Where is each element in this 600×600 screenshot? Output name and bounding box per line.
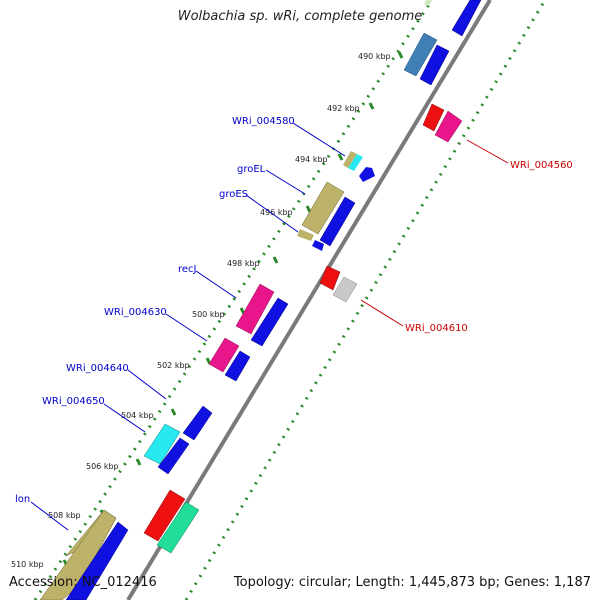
tick-mark-3 <box>305 205 312 213</box>
leader-wri-004560 <box>466 139 509 164</box>
label-lon[interactable]: lon <box>15 494 30 505</box>
tick-label-494: 494 kbp <box>295 155 328 164</box>
label-wri-004580[interactable]: WRi_004580 <box>232 116 295 127</box>
gene-top-lightgreen[interactable] <box>424 0 432 6</box>
tick-label-502: 502 kbp <box>157 361 190 370</box>
gene-top-blue[interactable] <box>451 0 482 37</box>
inner-dotted-ruler <box>184 0 547 600</box>
leader-wri-004650 <box>103 403 146 433</box>
tick-label-496: 496 kbp <box>260 208 293 217</box>
leader-wri-004640 <box>127 369 167 400</box>
tick-mark-1 <box>368 102 375 110</box>
tick-label-508: 508 kbp <box>48 511 81 520</box>
leader-recj <box>195 270 237 299</box>
leader-groes <box>245 194 299 233</box>
gene-blue-recj[interactable] <box>250 297 289 347</box>
tick-label-498: 498 kbp <box>227 259 260 268</box>
gene-blue-groes[interactable] <box>312 240 324 251</box>
gene-blue-004630[interactable] <box>224 350 251 382</box>
gene-wri-004560[interactable] <box>434 110 463 143</box>
tick-mark-4 <box>272 256 279 264</box>
accession-text: Accession: NC_012416 <box>9 575 157 590</box>
label-recj[interactable]: recJ <box>178 264 197 275</box>
gene-wri-004580-khaki[interactable] <box>343 151 357 168</box>
leader-wri-004580 <box>292 122 346 157</box>
gene-wri-004580-cyan[interactable] <box>348 154 363 171</box>
gene-groel[interactable] <box>301 181 345 235</box>
gene-steelblue-490[interactable] <box>403 32 438 77</box>
tick-mark-7 <box>170 408 177 416</box>
gene-green-508[interactable] <box>156 501 200 554</box>
tick-label-500: 500 kbp <box>192 310 225 319</box>
tick-mark-8 <box>135 458 142 466</box>
gene-groes[interactable] <box>297 229 314 241</box>
gene-wri-004610[interactable] <box>332 276 358 303</box>
gene-red-4610[interactable] <box>319 265 341 291</box>
tick-mark-2 <box>337 153 344 161</box>
leader-wri-004610 <box>360 299 404 327</box>
label-wri-004640[interactable]: WRi_004640 <box>66 363 129 374</box>
map-title: Wolbachia sp. wRi, complete genome <box>177 9 423 24</box>
tick-label-492: 492 kbp <box>327 104 360 113</box>
tick-mark-0 <box>397 51 404 59</box>
gene-wri-004560-red[interactable] <box>422 103 445 132</box>
label-wri-004630[interactable]: WRi_004630 <box>104 307 167 318</box>
label-wri-004650[interactable]: WRi_004650 <box>42 396 105 407</box>
label-wri-004610[interactable]: WRi_004610 <box>405 323 468 334</box>
outer-dotted-ruler <box>33 0 434 600</box>
gene-red-508[interactable] <box>143 489 186 542</box>
leader-groel <box>265 169 306 195</box>
tick-label-490: 490 kbp <box>358 52 391 61</box>
genome-backbone <box>126 0 492 600</box>
gene-blue-004650[interactable] <box>157 437 190 475</box>
tick-label-506: 506 kbp <box>86 462 119 471</box>
leader-wri-004630 <box>165 313 208 342</box>
gene-blue-490[interactable] <box>419 44 450 86</box>
gene-recj[interactable] <box>235 283 275 335</box>
gene-blue-494[interactable] <box>359 167 375 182</box>
leader-lon <box>30 501 69 531</box>
gene-blue-lon[interactable] <box>65 521 129 600</box>
label-wri-004560[interactable]: WRi_004560 <box>510 160 573 171</box>
genome-summary-text: Topology: circular; Length: 1,445,873 bp… <box>233 575 591 590</box>
gene-blue-groel[interactable] <box>319 196 356 247</box>
gene-wri-004630[interactable] <box>208 337 240 373</box>
tick-label-504: 504 kbp <box>121 411 154 420</box>
tick-label-510: 510 kbp <box>11 560 44 569</box>
label-groes[interactable]: groES <box>219 189 248 200</box>
label-groel[interactable]: groEL <box>237 164 266 175</box>
gene-blue-504[interactable] <box>182 405 213 441</box>
